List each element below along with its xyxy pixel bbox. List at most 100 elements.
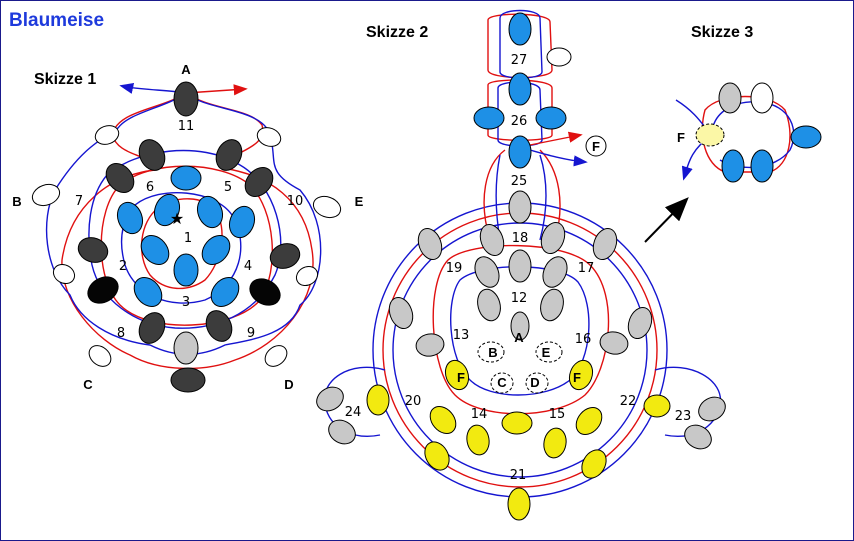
s2-bead (546, 47, 572, 67)
s2-bead (508, 249, 532, 283)
bead-label-16: 16 (575, 332, 592, 347)
s1-bead (138, 139, 166, 171)
bead-label-8: 8 (117, 326, 125, 341)
s2-bead (415, 333, 445, 357)
bead-label-10: 10 (287, 194, 304, 209)
s2-bead (599, 331, 629, 355)
s2-bead (684, 424, 712, 450)
bead-label-14: 14 (471, 407, 488, 422)
s1-bead (170, 367, 206, 393)
s3-bead (718, 82, 742, 114)
s1-bead (153, 193, 181, 227)
s2-bead (592, 228, 618, 260)
point-label-d2: D (530, 375, 539, 390)
point-label-a2: A (514, 330, 524, 345)
bead-label-27: 27 (511, 53, 528, 68)
s1-bead (210, 277, 240, 307)
point-label-f-left: F (457, 370, 465, 385)
bead-label-15: 15 (549, 407, 566, 422)
s2-bead (627, 307, 653, 339)
bead-label-19: 19 (446, 261, 463, 276)
s2-bead (540, 288, 564, 322)
point-label-c: C (83, 377, 93, 392)
s1-bead (133, 277, 163, 307)
bead-label-2: 2 (119, 259, 127, 274)
bead-label-23: 23 (675, 409, 692, 424)
point-label-e2: E (542, 345, 551, 360)
s2-bead (540, 222, 566, 254)
bead-label-5: 5 (224, 180, 232, 195)
bead-label-25: 25 (511, 174, 528, 189)
bead-label-3: 3 (182, 295, 190, 310)
s2-bead (424, 441, 450, 471)
s1-bead (116, 201, 144, 235)
s1-bead (264, 345, 288, 367)
s2-bead (575, 407, 603, 435)
s1-bead (201, 235, 231, 265)
s2-bead (479, 224, 505, 256)
s2-bead (417, 228, 443, 260)
bead-label-26: 26 (511, 114, 528, 129)
s3-bead (750, 149, 774, 183)
arrow-to-skizze3-icon (644, 197, 689, 243)
s1-bead (140, 235, 170, 265)
s2-bead (508, 12, 532, 46)
s2-bead (643, 394, 671, 418)
s1-bead (52, 263, 76, 285)
s1-bead (256, 127, 282, 147)
bead-label-21: 21 (510, 468, 527, 483)
point-label-f-top: F (592, 139, 600, 154)
point-label-b: B (12, 194, 21, 209)
s1-bead (31, 183, 61, 207)
s1-bead (312, 195, 342, 219)
s3-bead (790, 125, 822, 149)
skizze3-heading: Skizze 3 (691, 24, 753, 41)
s1-bead (244, 167, 274, 197)
skizze1-heading: Skizze 1 (34, 71, 96, 88)
bead-label-9: 9 (247, 326, 255, 341)
s1-bead (249, 278, 281, 306)
bead-label-17: 17 (578, 261, 595, 276)
s2-bead (543, 427, 567, 459)
s2-bead (508, 72, 532, 106)
bead-label-18: 18 (512, 231, 529, 246)
s2-bead (444, 359, 470, 391)
s1-bead (105, 163, 135, 193)
s1-bead (205, 310, 233, 342)
s1-bead (77, 237, 109, 263)
s2-bead (698, 396, 726, 422)
page-title: Blaumeise (9, 10, 105, 31)
s2-bead (581, 449, 607, 479)
s2-bead (568, 359, 594, 391)
skizze3-beads (695, 82, 822, 183)
s2-bead (328, 419, 356, 445)
skizze2-markers (477, 135, 607, 394)
skizze2-beads (316, 12, 726, 521)
s3-bead (695, 123, 725, 147)
bead-label-13: 13 (453, 328, 470, 343)
bead-label-12: 12 (511, 291, 528, 306)
s2-bead (508, 135, 532, 169)
skizze2-labels: 12 13 14 15 16 17 18 19 20 21 22 23 24 2… (345, 53, 692, 483)
s1-bead (87, 276, 119, 304)
s3-bead (750, 82, 774, 114)
s2-bead (473, 106, 505, 130)
point-label-c2: C (497, 375, 507, 390)
s1-bead (196, 195, 224, 229)
bead-label-20: 20 (405, 394, 422, 409)
bead-label-22: 22 (620, 394, 637, 409)
point-label-e: E (355, 194, 364, 209)
s1-bead (138, 312, 166, 344)
s2-bead (507, 487, 531, 521)
s2-bead (510, 311, 530, 341)
bead-label-4: 4 (244, 259, 252, 274)
s2-bead (508, 190, 532, 224)
skizze1-beads (31, 81, 342, 393)
s2-bead (388, 297, 414, 329)
bead-label-7: 7 (75, 194, 83, 209)
s2-bead (501, 411, 533, 435)
bead-label-11: 11 (178, 119, 195, 134)
s1-bead (170, 165, 202, 191)
s1-bead (173, 331, 199, 365)
